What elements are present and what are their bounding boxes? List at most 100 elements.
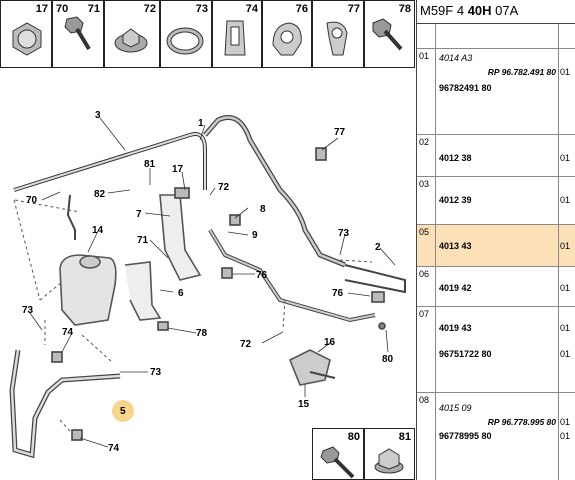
part-number: 96751722 80 [439,349,492,359]
callout-76-middle[interactable]: 76 [256,270,268,281]
part-index: 07 [419,309,430,319]
part-quantity: 01 [560,153,571,163]
part-number: 96778995 80 [439,431,492,441]
part-quantity: 01 [560,417,571,427]
part-index: 08 [419,395,430,405]
part-number: 4019 42 [439,283,472,293]
thumb-77[interactable]: 77 [312,0,364,68]
callout-73-lower[interactable]: 73 [150,367,162,378]
callout-7[interactable]: 7 [136,209,142,220]
parts-thumbnail-strip: 17 70 71 82 72 73 [0,0,415,68]
part-quantity: 01 [560,431,571,441]
part-row[interactable]: 03 4012 39 01 [417,176,575,224]
thumb-number: 71 [87,3,100,15]
part-quantity: 01 [560,323,571,333]
part-number: 4019 43 [439,323,472,333]
callout-71[interactable]: 71 [137,235,149,246]
parts-list-panel: M59F 4 40H 07A 01 4014 A3 RP 96.782.491 … [416,0,575,480]
thumb-number: 81 [398,431,411,443]
callout-16[interactable]: 16 [324,337,336,348]
callout-81[interactable]: 81 [144,159,156,170]
part-index: 05 [419,227,430,237]
selected-part-highlight [112,400,134,422]
part-number: 4013 43 [439,241,472,251]
thumb-number: 70 [56,3,69,15]
thumb-76[interactable]: 76 [262,0,312,68]
model-suffix: 07A [491,3,519,18]
thumb-72[interactable]: 72 [104,0,160,68]
part-number: 4012 39 [439,195,472,205]
thumb-80[interactable]: 80 [312,428,364,480]
part-quantity: 01 [560,241,571,251]
hose-clamp-icon [166,27,204,55]
part-index: 02 [419,137,430,147]
callout-77[interactable]: 77 [334,127,346,138]
callout-14[interactable]: 14 [92,225,104,236]
part-reference: 4015 09 [439,403,472,413]
thumb-number: 78 [398,3,411,15]
callout-8[interactable]: 8 [260,204,266,215]
part-number: 96782491 80 [439,83,492,93]
part-row-selected[interactable]: 05 4013 43 01 [417,224,575,266]
part-index: 06 [419,269,430,279]
flange-nut-icon [374,448,404,474]
part-index: 01 [419,51,430,61]
exploded-parts-diagram: 3 1 77 81 17 70 82 72 7 8 14 9 73 71 2 7… [9,110,406,459]
thumb-number: 76 [295,3,308,15]
callout-70[interactable]: 70 [26,195,38,206]
cap-nut-icon [12,22,42,56]
callout-5[interactable]: 5 [120,406,126,417]
callout-76-right[interactable]: 76 [332,288,344,299]
part-row[interactable]: 08 4015 09 RP 96.778.995 80 96778995 80 … [417,392,575,480]
callout-78[interactable]: 78 [196,328,208,339]
callout-74-upper[interactable]: 74 [62,327,74,338]
callout-72-upper[interactable]: 72 [218,182,230,193]
part-quantity: 01 [560,67,571,77]
bolt-icon [320,446,355,479]
thumb-78[interactable]: 78 [364,0,415,68]
part-quantity: 01 [560,349,571,359]
header-spacer [417,24,575,48]
part-quantity: 01 [560,283,571,293]
model-prefix: M59F 4 [420,3,468,18]
callout-72-lower[interactable]: 72 [240,339,252,350]
callout-74-lower[interactable]: 74 [108,443,120,454]
callout-80[interactable]: 80 [382,354,394,365]
thumb-70-71[interactable]: 70 71 82 [52,0,121,68]
thumb-17[interactable]: 17 [0,0,52,68]
part-row[interactable]: 07 4019 43 96751722 80 01 01 [417,306,575,392]
clamp-icon [326,21,348,56]
thumb-74[interactable]: 74 [212,0,262,68]
bolt-icon [64,16,91,51]
part-reference: 4014 A3 [439,53,473,63]
callout-15[interactable]: 15 [298,399,310,410]
callout-1[interactable]: 1 [198,118,204,129]
model-bold: 40H [467,3,492,18]
callout-6[interactable]: 6 [178,288,184,299]
callout-2[interactable]: 2 [375,242,381,253]
part-row[interactable]: 02 4012 38 01 [417,134,575,176]
part-rp-number: RP 96.778.995 80 [487,417,556,427]
part-quantity: 01 [560,195,571,205]
part-row[interactable]: 06 4019 42 01 [417,266,575,306]
callout-17[interactable]: 17 [172,164,184,175]
part-row[interactable]: 01 4014 A3 RP 96.782.491 80 96782491 80 … [417,48,575,134]
thumb-number: 17 [35,3,48,15]
thumb-number: 72 [143,3,156,15]
pipe-clip-icon [272,22,302,56]
callout-3[interactable]: 3 [95,110,101,121]
thumb-81[interactable]: 81 [364,428,415,480]
part-rp-number: RP 96.782.491 80 [487,67,556,77]
thumb-number: 80 [347,431,360,443]
callout-82[interactable]: 82 [94,189,106,200]
thumb-number: 73 [195,3,208,15]
thumb-73[interactable]: 73 [160,0,212,68]
callout-9[interactable]: 9 [252,230,258,241]
model-header: M59F 4 40H 07A [417,0,575,24]
part-number: 4012 38 [439,153,472,163]
part-index: 03 [419,179,430,189]
callout-73-left[interactable]: 73 [22,305,34,316]
thumb-number: 77 [347,3,360,15]
callout-73-right[interactable]: 73 [338,228,350,239]
